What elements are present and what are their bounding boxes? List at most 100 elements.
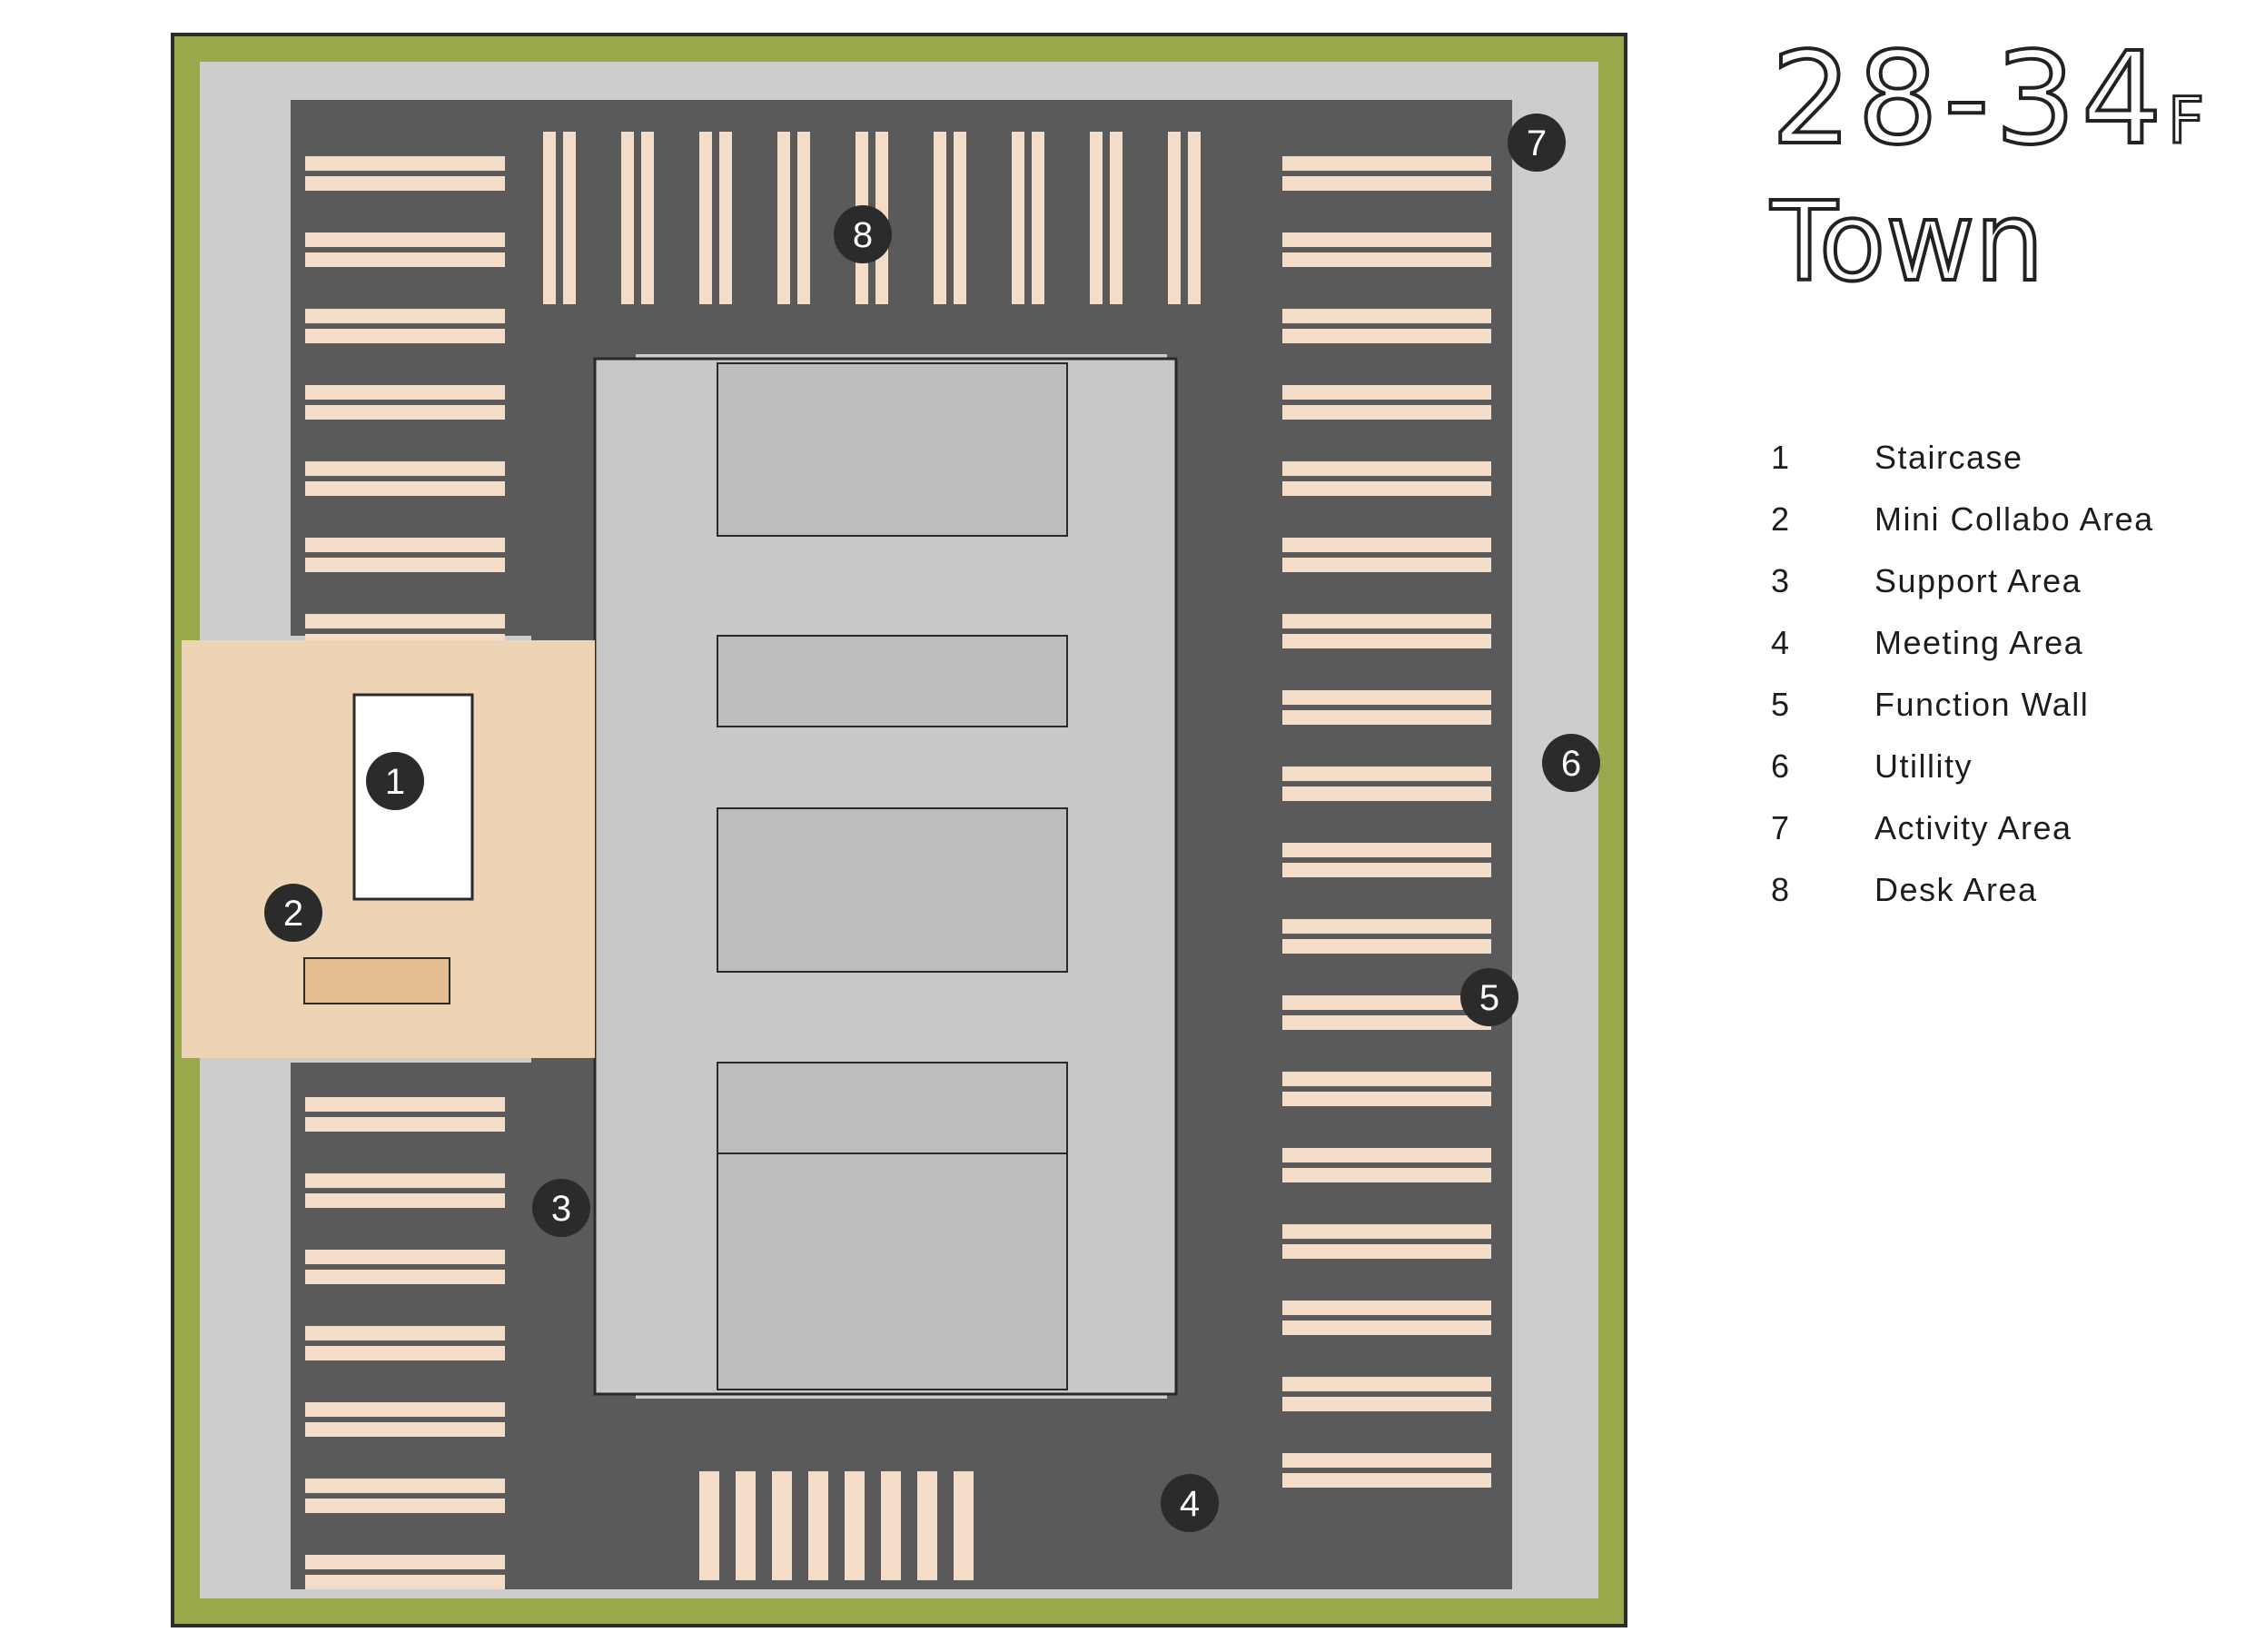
- desk-row: [305, 1270, 505, 1284]
- desk-row: [305, 176, 505, 191]
- desk-row: [1282, 232, 1491, 247]
- desk-column: [699, 132, 712, 304]
- legend-item: 7 Activity Area: [1771, 797, 2154, 859]
- floor-range-number: 28-34: [1769, 25, 2168, 173]
- desk-row: [305, 558, 505, 572]
- legend-label: Desk Area: [1874, 871, 2038, 908]
- desk-row: [305, 1097, 505, 1112]
- desk-column: [777, 132, 790, 304]
- desk-column: [772, 1471, 792, 1580]
- desk-zone: [1167, 354, 1271, 1399]
- legend-label: Utillity: [1874, 747, 1973, 785]
- area-marker-6: 6: [1542, 734, 1600, 792]
- marker-label: 8: [853, 215, 873, 255]
- marker-circle: [1508, 114, 1566, 172]
- desk-row: [1282, 405, 1491, 420]
- desk-zone: [531, 100, 1271, 354]
- desk-row: [1282, 1072, 1491, 1086]
- desk-column: [563, 132, 576, 304]
- desk-row: [1282, 1092, 1491, 1106]
- desk-column: [808, 1471, 828, 1580]
- desk-row: [305, 538, 505, 552]
- desk-row: [1282, 614, 1491, 628]
- desk-row: [1282, 558, 1491, 572]
- desk-row: [1282, 1148, 1491, 1162]
- desk-row: [305, 252, 505, 267]
- desk-column: [1032, 132, 1044, 304]
- area-marker-4: 4: [1161, 1474, 1219, 1532]
- desk-row: [1282, 995, 1491, 1010]
- desk-column: [934, 132, 946, 304]
- desk-column: [1110, 132, 1123, 304]
- desk-row: [1282, 767, 1491, 781]
- marker-label: 5: [1479, 978, 1499, 1018]
- desk-column: [845, 1471, 865, 1580]
- desk-row: [305, 1555, 505, 1569]
- legend-label: Activity Area: [1874, 809, 2072, 846]
- legend-number: 3: [1771, 562, 1791, 599]
- desk-row: [1282, 176, 1491, 191]
- floor-range: 28-34F: [1769, 35, 2206, 184]
- desk-row: [305, 1117, 505, 1132]
- desk-row: [1282, 919, 1491, 934]
- desk-row: [305, 1422, 505, 1437]
- desk-row: [1282, 939, 1491, 954]
- desk-column: [699, 1471, 719, 1580]
- desk-column: [719, 132, 732, 304]
- desk-row: [305, 156, 505, 171]
- legend-label: Staircase: [1874, 439, 2023, 476]
- area-marker-8: 8: [834, 205, 892, 263]
- desk-column: [1188, 132, 1201, 304]
- desk-row: [1282, 1473, 1491, 1488]
- desk-row: [305, 1346, 505, 1360]
- desk-row: [305, 614, 505, 628]
- desk-row: [305, 1173, 505, 1188]
- core-room: [717, 1152, 1068, 1390]
- desk-row: [1282, 690, 1491, 705]
- desk-row: [305, 481, 505, 496]
- desk-column: [621, 132, 634, 304]
- core-room: [717, 807, 1068, 973]
- legend-number: 7: [1771, 809, 1791, 846]
- area-marker-7: 7: [1508, 114, 1566, 172]
- desk-column: [543, 132, 556, 304]
- desk-column: [881, 1471, 901, 1580]
- desk-row: [1282, 1397, 1491, 1411]
- desk-column: [736, 1471, 756, 1580]
- marker-label: 7: [1527, 124, 1547, 163]
- desk-row: [1282, 1377, 1491, 1391]
- desk-row: [1282, 1301, 1491, 1315]
- desk-row: [1282, 252, 1491, 267]
- desk-column: [1090, 132, 1103, 304]
- desk-row: [305, 385, 505, 400]
- desk-row: [1282, 538, 1491, 552]
- marker-label: 6: [1561, 744, 1581, 784]
- area-marker-5: 5: [1460, 968, 1518, 1026]
- desk-column: [641, 132, 654, 304]
- marker-label: 1: [385, 762, 405, 802]
- desk-row: [1282, 309, 1491, 323]
- desk-row: [305, 329, 505, 343]
- area-marker-3: 3: [532, 1179, 590, 1237]
- desk-row: [305, 461, 505, 476]
- marker-circle: [532, 1179, 590, 1237]
- desk-row: [305, 1499, 505, 1513]
- desk-row: [1282, 1168, 1491, 1182]
- marker-label: 2: [283, 894, 303, 934]
- desk-row: [1282, 863, 1491, 877]
- desk-row: [1282, 329, 1491, 343]
- core-room: [717, 362, 1068, 537]
- legend-label: Mini Collabo Area: [1874, 500, 2154, 538]
- legend-item: 3 Support Area: [1771, 550, 2154, 612]
- desk-row: [305, 405, 505, 420]
- desk-row: [305, 1402, 505, 1417]
- marker-circle: [1460, 968, 1518, 1026]
- legend-label: Support Area: [1874, 562, 2082, 599]
- desk-row: [1282, 634, 1491, 648]
- floor-title: 28-34F Town: [1769, 35, 2206, 304]
